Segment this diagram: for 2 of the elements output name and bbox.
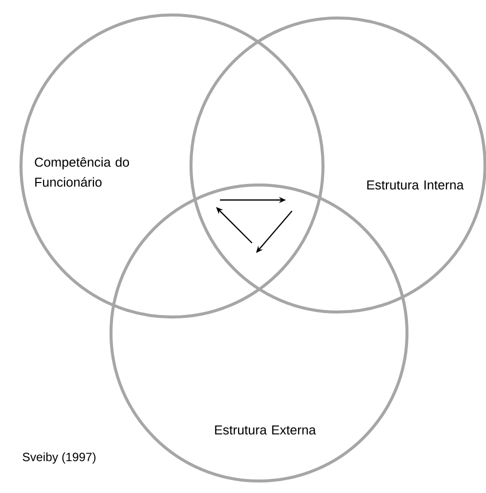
- circle-node: Competência do Funcionário: [20, 14, 324, 318]
- caption: Sveiby (1997): [22, 452, 96, 464]
